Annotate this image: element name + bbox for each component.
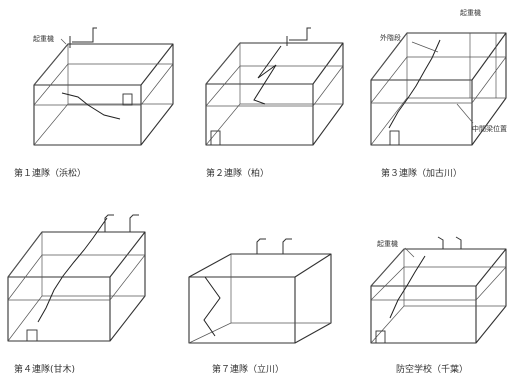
staircase-route-line — [203, 276, 221, 337]
outer-stairs-leader — [411, 41, 439, 53]
mid-beam-lines — [469, 33, 497, 98]
doorway — [122, 93, 133, 106]
staircase-route-line — [388, 39, 441, 129]
crane-label: 起重機 — [33, 34, 54, 43]
tower-box-outline — [7, 230, 146, 342]
doorway — [375, 330, 386, 344]
mid-beam-leader — [456, 103, 474, 124]
tower-box-outline — [188, 253, 332, 344]
mid-beam-label: 中間梁位置 — [472, 124, 507, 133]
crane-icon — [104, 214, 139, 232]
staircase-route-line — [253, 45, 282, 105]
crane-icon — [69, 27, 97, 48]
panel-1: 起重機 第１連隊（浜松） — [14, 27, 174, 179]
panel-2: 第２連隊（柏） — [205, 27, 344, 179]
doorway — [26, 329, 38, 342]
panel-6: 起重機 防空学校（千葉） — [370, 236, 507, 375]
crane-label: 起重機 — [460, 8, 481, 17]
crane-label: 起重機 — [377, 239, 398, 248]
panel-3: 起重機 外階段 中間梁位置 第３連隊（加古川） — [370, 8, 507, 179]
caption-2: 第２連隊（柏） — [206, 167, 269, 179]
panel-4: 第４連隊(甘木) — [7, 214, 146, 375]
caption-4: 第４連隊(甘木) — [14, 363, 75, 375]
crane-icon — [286, 27, 311, 46]
staircase-route-line — [389, 255, 426, 319]
tower-box-outline — [33, 43, 174, 146]
caption-5: 第７連隊（立川） — [212, 363, 284, 375]
crane-leader-line — [404, 247, 415, 258]
panel-5: 第７連隊（立川） — [188, 238, 332, 375]
tower-box-outline — [370, 248, 507, 344]
staircase-route-line — [61, 92, 121, 120]
crane-icon — [256, 238, 292, 254]
tower-box-outline — [205, 42, 344, 146]
doorway — [389, 130, 400, 146]
crane-leader-line — [60, 38, 67, 45]
tower-box-outline — [370, 31, 507, 146]
caption-3: 第３連隊（加古川） — [381, 167, 462, 179]
staircase-route-line — [37, 217, 108, 323]
doorway — [210, 130, 221, 146]
caption-6: 防空学校（千葉） — [396, 363, 468, 375]
caption-1: 第１連隊（浜松） — [14, 167, 86, 179]
crane-icon — [437, 236, 462, 249]
outer-stairs-label: 外階段 — [380, 33, 401, 42]
